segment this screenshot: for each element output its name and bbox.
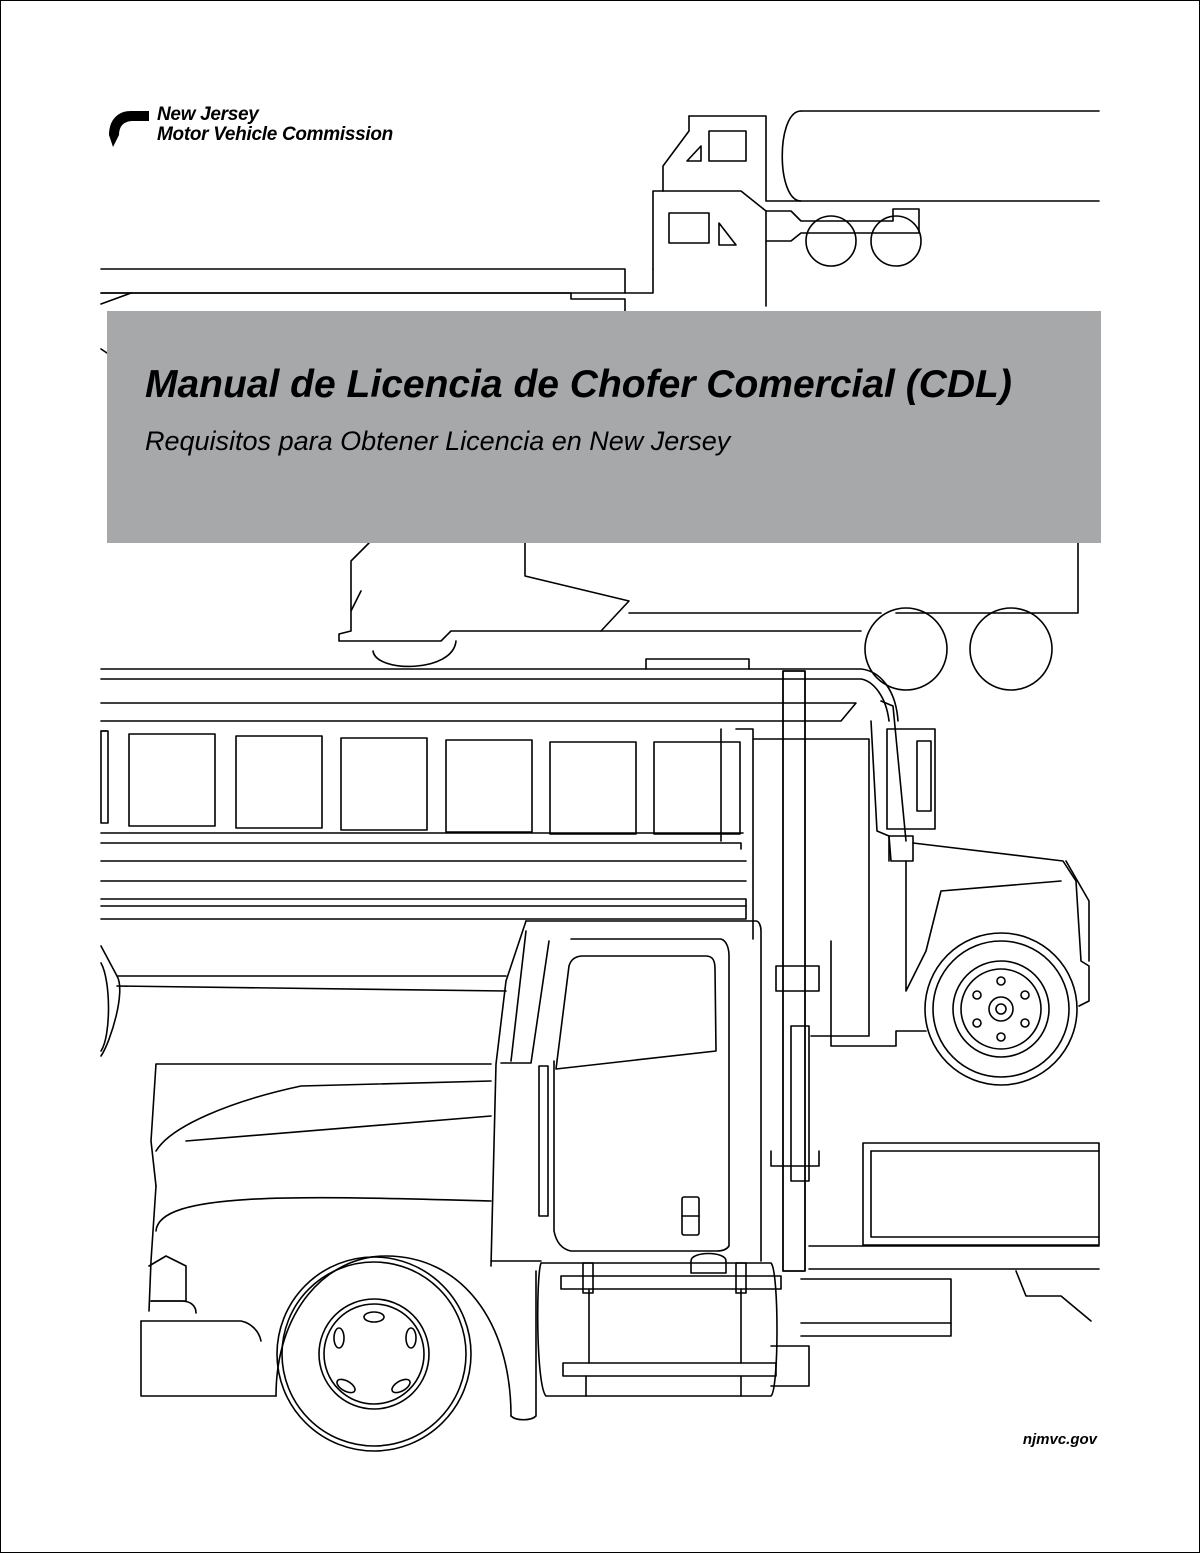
- title-banner: Manual de Licencia de Chofer Comercial (…: [107, 311, 1101, 543]
- agency-name-line1: New Jersey: [157, 104, 259, 125]
- box-truck-icon: [338, 542, 1079, 691]
- agency-name: New Jersey Motor Vehicle Commission: [157, 105, 393, 145]
- manual-subtitle: Requisitos para Obtener Licencia en New …: [145, 426, 731, 456]
- website-url: njmvc.gov: [1022, 1431, 1097, 1448]
- school-bus-icon: [100, 658, 1090, 1086]
- manual-title: Manual de Licencia de Chofer Comercial (…: [145, 363, 1012, 406]
- tractor-cab-icon: [140, 670, 1100, 1452]
- agency-name-line2: Motor Vehicle Commission: [157, 124, 393, 145]
- nj-mvc-logo: New Jersey Motor Vehicle Commission: [107, 105, 447, 151]
- nj-mvc-logo-icon: [109, 111, 149, 147]
- tanker-truck-icon: [100, 110, 1100, 354]
